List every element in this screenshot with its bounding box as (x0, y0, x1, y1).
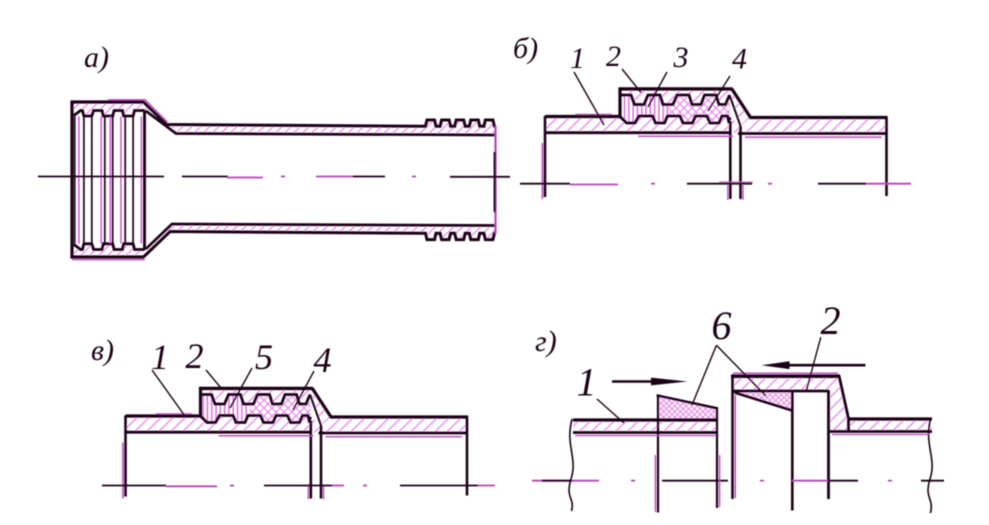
svg-text:4: 4 (314, 340, 332, 380)
svg-text:3: 3 (673, 41, 689, 74)
svg-text:5: 5 (255, 337, 273, 377)
svg-text:2: 2 (186, 336, 204, 376)
svg-text:6: 6 (712, 303, 732, 348)
svg-text:2: 2 (606, 40, 621, 73)
svg-text:г): г) (535, 325, 557, 358)
svg-text:а): а) (84, 41, 109, 74)
svg-text:4: 4 (732, 43, 747, 76)
svg-text:1: 1 (151, 337, 169, 377)
svg-text:2: 2 (821, 298, 841, 343)
svg-text:в): в) (91, 334, 114, 367)
svg-text:1: 1 (570, 42, 585, 75)
svg-text:б): б) (513, 32, 538, 65)
svg-text:1: 1 (577, 360, 597, 405)
